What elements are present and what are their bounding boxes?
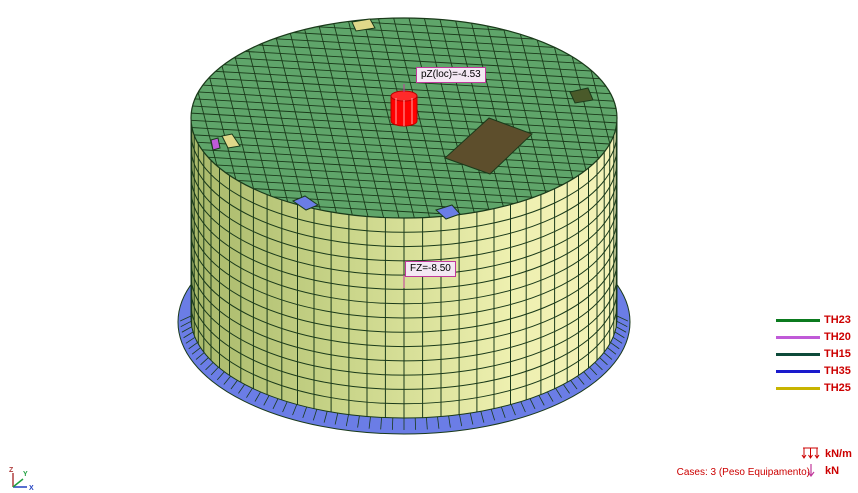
legend-swatch [776, 318, 820, 322]
legend-label: TH35 [824, 365, 851, 377]
legend-label: TH15 [824, 348, 851, 360]
legend-item-th23[interactable]: TH23 [776, 312, 858, 328]
roof-opening [444, 117, 533, 175]
axis-label-z: Z [9, 467, 14, 474]
legend-label: TH20 [824, 331, 851, 343]
force-load-label[interactable]: FZ=-8.50 [405, 261, 456, 277]
legend-item-th35[interactable]: TH35 [776, 363, 858, 379]
load-case-status: Cases: 3 (Peso Equipamento) [676, 467, 810, 478]
unit-distributed-load: kN/m [801, 446, 852, 462]
legend-label: TH23 [824, 314, 851, 326]
unit-label: kN/m [825, 448, 852, 460]
axis-triad-icon[interactable]: Z Y X [3, 463, 37, 491]
pressure-load-label[interactable]: pZ(loc)=-4.53 [416, 67, 486, 83]
equipment-load-marker[interactable] [390, 84, 418, 127]
legend-item-th15[interactable]: TH15 [776, 346, 858, 362]
axis-label-x: X [29, 485, 34, 491]
unit-label: kN [825, 465, 840, 477]
legend-swatch [776, 369, 820, 373]
point-load-icon [807, 464, 815, 477]
legend-swatch [776, 352, 820, 356]
legend-label: TH25 [824, 382, 851, 394]
thickness-legend: TH23 TH20 TH15 TH35 TH25 [776, 312, 858, 397]
legend-swatch [776, 335, 820, 339]
legend-item-th25[interactable]: TH25 [776, 380, 858, 396]
axis-label-y: Y [23, 471, 28, 478]
legend-swatch [776, 386, 820, 390]
distributed-load-icon [801, 447, 820, 459]
roof-supports [210, 18, 594, 220]
unit-point-load: kN [801, 463, 839, 479]
legend-item-th20[interactable]: TH20 [776, 329, 858, 345]
